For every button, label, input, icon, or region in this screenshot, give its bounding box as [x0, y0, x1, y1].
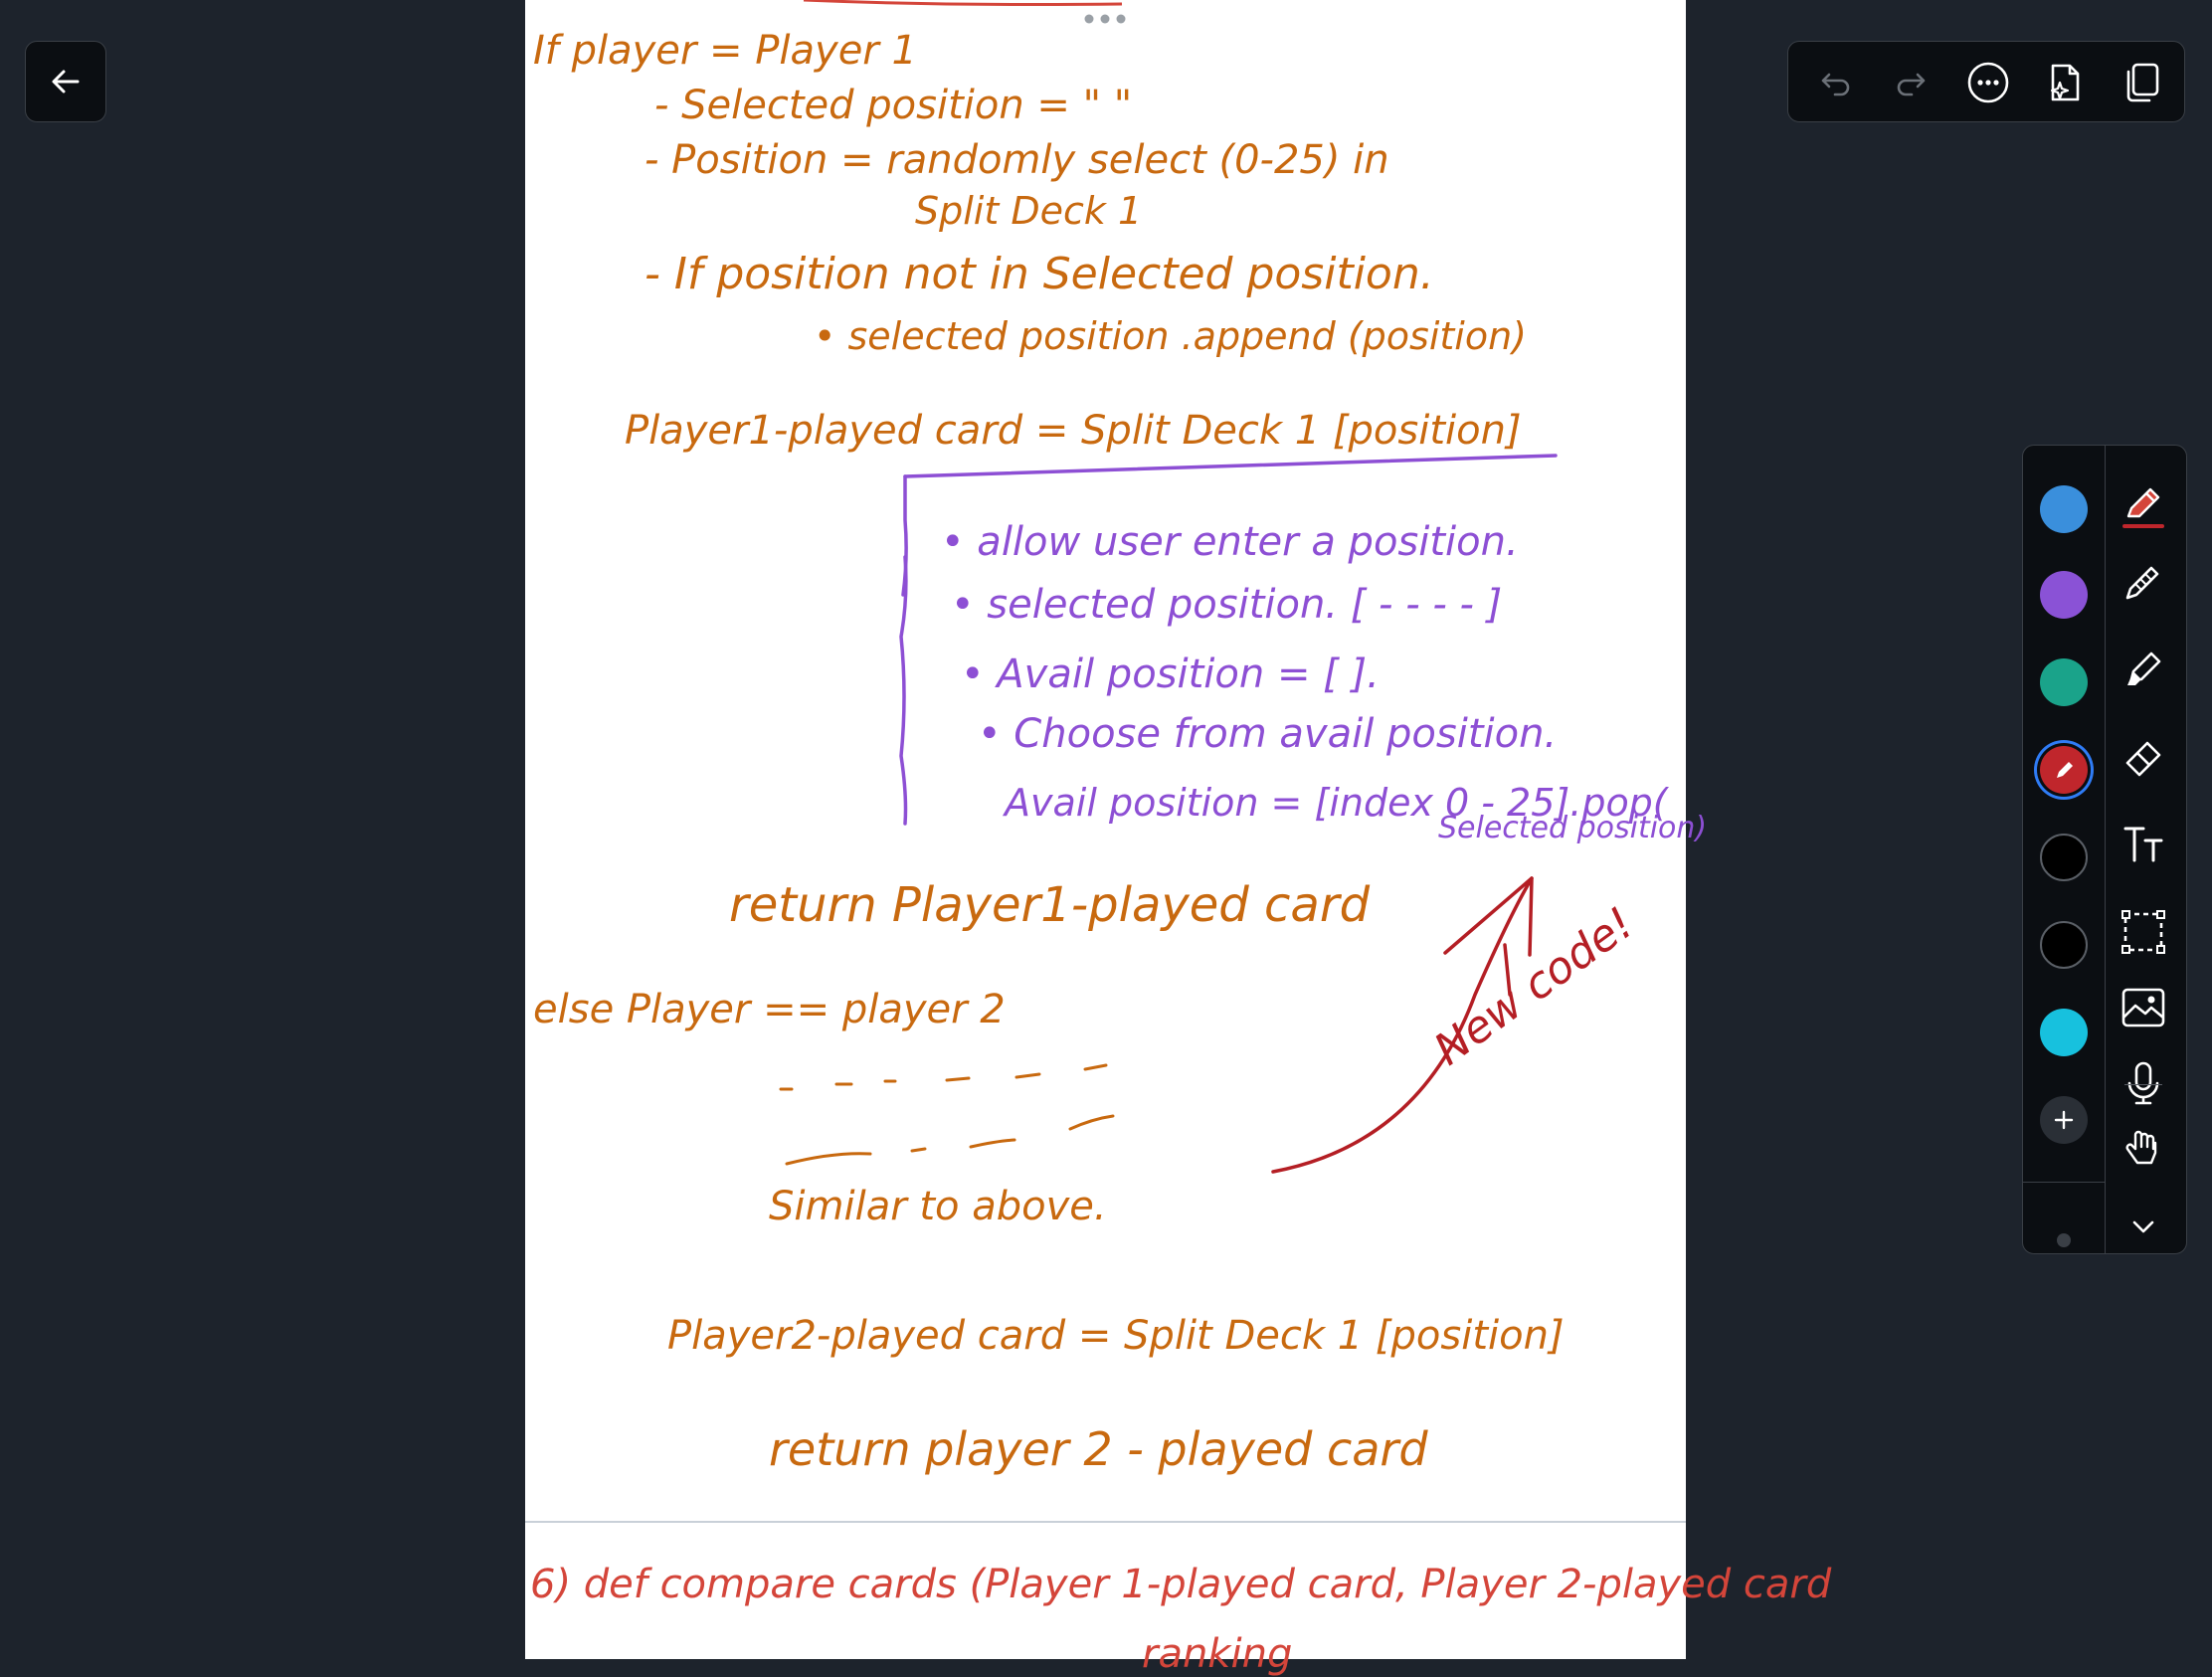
text-tool-icon: [2123, 827, 2163, 862]
note-line: Similar to above.: [769, 1184, 1107, 1229]
touch-tool[interactable]: [2119, 1122, 2168, 1172]
palette-divider: [2023, 1182, 2105, 1183]
text-tool[interactable]: [2119, 820, 2168, 869]
pencil-icon: [2125, 566, 2159, 600]
add-color-button[interactable]: [2040, 1096, 2088, 1144]
color-swatch-purple[interactable]: [2040, 571, 2088, 619]
microphone-icon: [2127, 1061, 2159, 1105]
eraser-tool[interactable]: [2119, 732, 2168, 782]
color-swatch-black[interactable]: [2040, 834, 2088, 881]
scroll-indicator: [2057, 1233, 2071, 1247]
add-color-icon: [2054, 1110, 2074, 1130]
lasso-tool[interactable]: [2119, 907, 2168, 957]
color-swatch-red-selected[interactable]: [2040, 746, 2088, 794]
tool-palette: [2022, 445, 2187, 1254]
eraser-icon: [2125, 741, 2161, 777]
ai-page-button[interactable]: [2045, 63, 2085, 102]
redo-button[interactable]: [1892, 63, 1932, 102]
back-button[interactable]: [25, 41, 106, 122]
undo-icon: [1821, 73, 1850, 96]
lasso-select-icon: [2121, 910, 2165, 954]
pen-tool[interactable]: [2119, 480, 2168, 530]
note-line: Player2-played card = Split Deck 1 [posi…: [667, 1313, 1565, 1359]
note-line: - If position not in Selected position.: [645, 249, 1434, 299]
collapse-palette-button[interactable]: [2119, 1202, 2168, 1251]
note-line: • selected position .append (position): [814, 314, 1528, 358]
back-arrow-icon: [52, 70, 80, 93]
pages-button[interactable]: [2121, 63, 2161, 102]
note-line: Split Deck 1: [915, 189, 1143, 233]
top-toolbar: [1787, 41, 2185, 122]
note-line: - Position = randomly select (0-25) in: [645, 137, 1389, 183]
color-swatch-green[interactable]: [2040, 658, 2088, 706]
note-line: return Player1-played card: [729, 877, 1371, 933]
pen-icon: [2057, 762, 2073, 778]
note-line: return player 2 - played card: [769, 1422, 1428, 1476]
pencil-tool[interactable]: [2119, 557, 2168, 607]
note-line: else Player == player 2: [533, 987, 1006, 1032]
color-swatch-blue[interactable]: [2040, 485, 2088, 533]
note-line: If player = Player 1: [533, 28, 917, 74]
box-line: • allow user enter a position.: [941, 519, 1519, 565]
pen-icon: [2122, 487, 2164, 528]
note-line: Player1-played card = Split Deck 1 [posi…: [625, 408, 1522, 454]
note-line: ranking: [1142, 1631, 1293, 1677]
box-line: Avail position = [index 0 - 25].pop(: [1005, 781, 1668, 825]
more-button[interactable]: [1967, 62, 2009, 103]
undo-button[interactable]: [1815, 63, 1855, 102]
highlighter-icon: [2127, 652, 2161, 685]
box-line: • Choose from avail position.: [978, 711, 1558, 757]
box-line: • selected position. [ - - - - ]: [951, 582, 1503, 628]
palette-divider: [2105, 446, 2106, 1253]
color-swatch-black[interactable]: [2040, 921, 2088, 969]
color-swatch-cyan[interactable]: [2040, 1009, 2088, 1056]
touch-hand-icon: [2125, 1130, 2157, 1165]
highlighter-tool[interactable]: [2119, 645, 2168, 694]
box-line: • Avail position = [ ].: [961, 652, 1380, 697]
box-line: Selected position): [1438, 811, 1708, 845]
note-line: 6) def compare cards (Player 1-played ca…: [530, 1562, 1832, 1607]
pages-icon: [2126, 63, 2159, 102]
redo-icon: [1897, 73, 1926, 96]
image-tool[interactable]: [2119, 983, 2168, 1032]
note-line: - Selected position = " ": [654, 83, 1133, 128]
chevron-down-icon: [2132, 1220, 2154, 1233]
ai-sparkle-page-icon: [2050, 64, 2080, 101]
note-page[interactable]: If player = Player 1 - Selected position…: [525, 0, 1831, 1677]
more-icon: [1967, 62, 2009, 103]
image-icon: [2121, 988, 2165, 1027]
palette-divider: [2124, 1084, 2162, 1085]
ink-strokes: [525, 0, 1686, 1523]
microphone-tool[interactable]: [2119, 1058, 2168, 1108]
